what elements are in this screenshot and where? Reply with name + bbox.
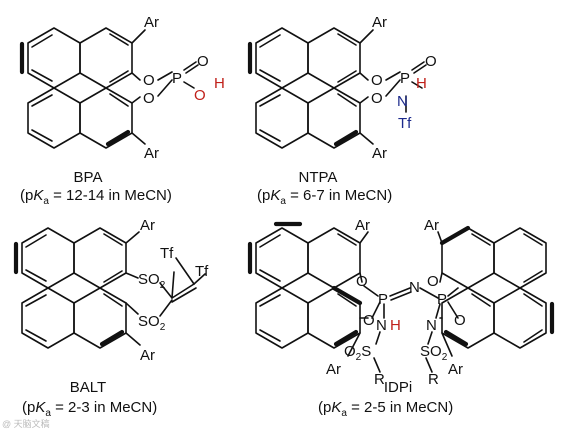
idpi-o-1: O: [356, 273, 368, 290]
idpi-o-4: O: [454, 312, 466, 329]
bpa-structure: [19, 27, 199, 149]
idpi-r-right: R: [428, 371, 439, 388]
idpi-structure: [247, 221, 555, 373]
idpi-n-bridge: N: [409, 279, 420, 296]
ntpa-o-double: O: [425, 53, 437, 70]
idpi-o-2: O: [363, 312, 375, 329]
balt-so2-lower: SO2: [138, 313, 166, 333]
idpi-n-right: N: [426, 317, 437, 334]
balt-ar-bottom: Ar: [140, 347, 155, 364]
balt-structure: [13, 227, 206, 349]
idpi-p-left: P: [378, 291, 388, 308]
ntpa-p: P: [400, 70, 410, 87]
idpi-r-left: R: [374, 371, 385, 388]
bpa-o-lower: O: [143, 90, 155, 107]
idpi-so2-left: O2S: [344, 343, 371, 363]
idpi-ar-top-left: Ar: [355, 217, 370, 234]
ntpa-o-lower: O: [371, 90, 383, 107]
idpi-ar-top-right: Ar: [424, 217, 439, 234]
ntpa-ar-top: Ar: [372, 14, 387, 31]
ntpa-structure: [247, 27, 427, 149]
ntpa-pka: (pKa = 6-7 in MeCN): [257, 187, 392, 207]
balt-pka: (pKa = 2-3 in MeCN): [22, 399, 157, 419]
ntpa-acidic-h: H: [416, 75, 427, 92]
bpa-o-hydroxyl: O: [194, 87, 206, 104]
bpa-pka: (pKa = 12-14 in MeCN): [20, 187, 172, 207]
balt-ar-top: Ar: [140, 217, 155, 234]
idpi-p-right: P: [437, 291, 447, 308]
bpa-o-upper: O: [143, 72, 155, 89]
bpa-ar-top: Ar: [144, 14, 159, 31]
balt-tf-upper: Tf: [160, 245, 174, 262]
bpa-ar-bottom: Ar: [144, 145, 159, 162]
idpi-n-left: N: [376, 317, 387, 334]
ntpa-o-upper: O: [371, 72, 383, 89]
ntpa-tf: Tf: [398, 115, 412, 132]
bpa-name: BPA: [74, 169, 103, 186]
idpi-ar-bottom-right: Ar: [448, 361, 463, 378]
idpi-name: IDPi: [384, 379, 412, 396]
ntpa-n: N: [397, 93, 408, 110]
balt-so2-upper: SO2: [138, 271, 166, 291]
balt-tf-right: Tf: [195, 263, 209, 280]
idpi-acidic-h: H: [390, 317, 401, 334]
bpa-p: P: [172, 70, 182, 87]
bpa-o-double: O: [197, 53, 209, 70]
idpi-ar-bottom-left: Ar: [326, 361, 341, 378]
watermark: @ 天脑文稿: [2, 418, 50, 429]
ntpa-name: NTPA: [299, 169, 338, 186]
ntpa-ar-bottom: Ar: [372, 145, 387, 162]
bpa-acidic-h: H: [214, 75, 225, 92]
idpi-pka: (pKa = 2-5 in MeCN): [318, 399, 453, 419]
idpi-o-3: O: [427, 273, 439, 290]
balt-name: BALT: [70, 379, 106, 396]
idpi-so2-right: SO2: [420, 343, 448, 363]
